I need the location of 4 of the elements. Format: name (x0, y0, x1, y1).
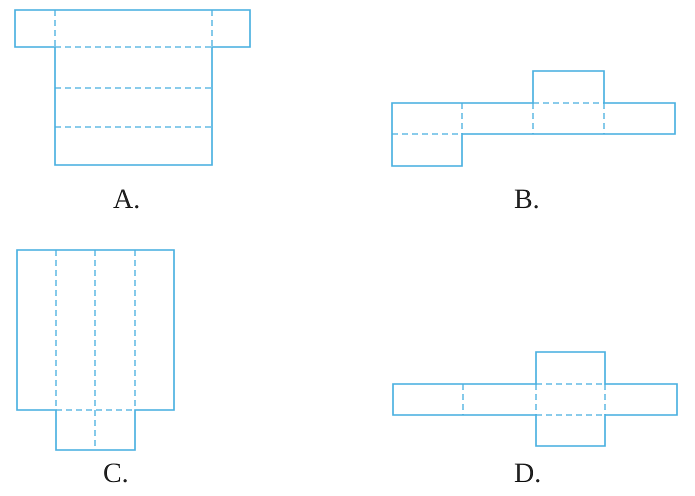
option-label: B. (514, 186, 540, 214)
option-label: D. (514, 460, 542, 488)
option-label: A. (113, 186, 140, 214)
option-label: C. (103, 460, 129, 488)
